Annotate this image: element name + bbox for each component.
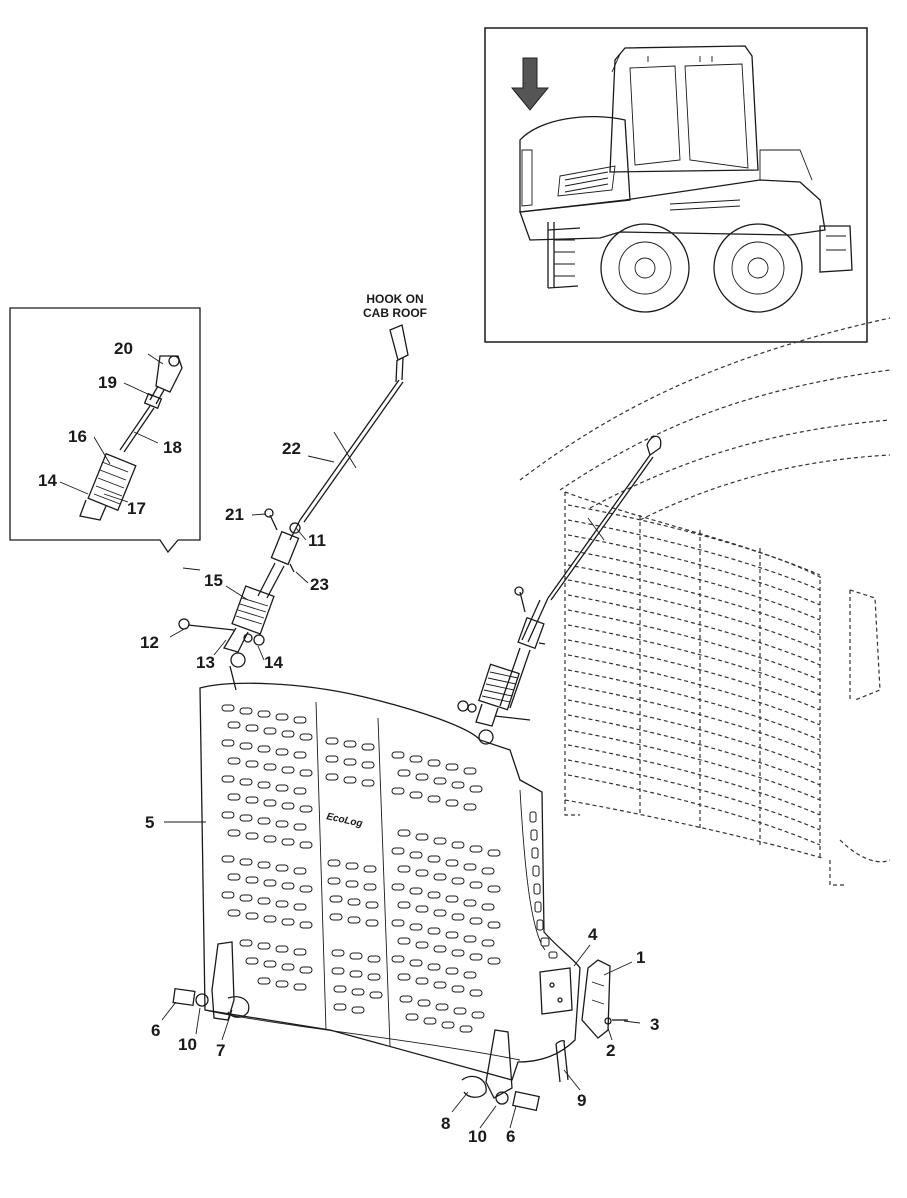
machine-overview-inset [484, 27, 868, 343]
callout-11: 11 [308, 531, 326, 550]
callout-8: 8 [441, 1114, 451, 1133]
right-cable-assembly [457, 435, 662, 727]
callout-10-right: 10 [468, 1127, 487, 1146]
callout-2: 2 [606, 1041, 616, 1060]
callout-9: 9 [577, 1091, 587, 1110]
callout-3: 3 [650, 1015, 660, 1034]
hook-on-cab-roof-note: HOOK ON CAB ROOF [350, 292, 440, 320]
callout-14-main: 14 [264, 653, 283, 672]
callout-17: 17 [127, 499, 146, 518]
callout-10-left: 10 [178, 1035, 197, 1054]
callout-18: 18 [163, 438, 182, 457]
callout-19: 19 [98, 373, 117, 392]
callout-1: 1 [636, 948, 646, 967]
bottom-hardware [172, 941, 628, 1112]
leader-lines [59, 353, 641, 1129]
callout-5: 5 [145, 813, 155, 832]
machine-front-outline [519, 317, 891, 886]
callout-14-detail: 14 [38, 471, 57, 490]
callout-15: 15 [204, 571, 223, 590]
callout-23: 23 [310, 575, 329, 594]
callout-6-left: 6 [151, 1021, 161, 1040]
callout-7: 7 [216, 1041, 226, 1060]
down-arrow-icon [510, 57, 550, 111]
screen-panel [199, 652, 581, 1081]
left-cable-assembly [178, 324, 409, 653]
note-line-1: HOOK ON [366, 292, 424, 306]
callout-6-right: 6 [506, 1127, 516, 1146]
callout-4: 4 [588, 925, 598, 944]
callout-22: 22 [282, 439, 301, 458]
callout-16: 16 [68, 427, 87, 446]
callout-20: 20 [114, 339, 133, 358]
callout-13: 13 [196, 653, 215, 672]
callout-12: 12 [140, 633, 159, 652]
note-line-2: CAB ROOF [363, 306, 427, 320]
callout-21: 21 [225, 505, 244, 524]
detail-inset [9, 307, 201, 554]
screen-holes [221, 704, 558, 1033]
